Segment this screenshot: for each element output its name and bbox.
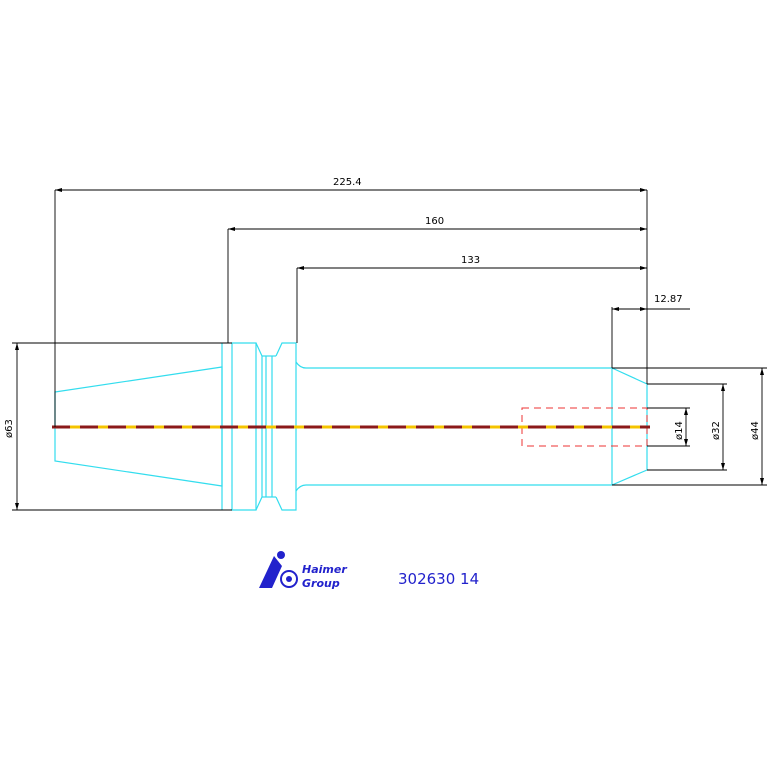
logo-line1: Haimer [302, 563, 347, 576]
dim-text-133: 133 [461, 255, 480, 266]
dim-text-overall-length: 225.4 [333, 177, 362, 188]
logo-line2: Group [302, 577, 340, 590]
dimension-lines [12, 189, 767, 511]
shank-transition-bottom [295, 484, 307, 492]
dim-text-160: 160 [425, 216, 444, 227]
dim-text-flange-diameter: ø63 [4, 419, 15, 438]
hoffmann-logo-icon [259, 551, 298, 588]
shank-transition-top [295, 361, 307, 369]
dim-text-shank-diameter: ø44 [750, 421, 761, 440]
part-number: 302630 14 [398, 570, 479, 588]
dim-text-collar-width: 12.87 [654, 294, 683, 305]
dim-text-recess-diameter: ø32 [711, 421, 722, 440]
arrowheads [15, 188, 764, 510]
company-logo: Haimer Group [259, 551, 347, 590]
dim-text-bore-diameter: ø14 [674, 421, 685, 440]
